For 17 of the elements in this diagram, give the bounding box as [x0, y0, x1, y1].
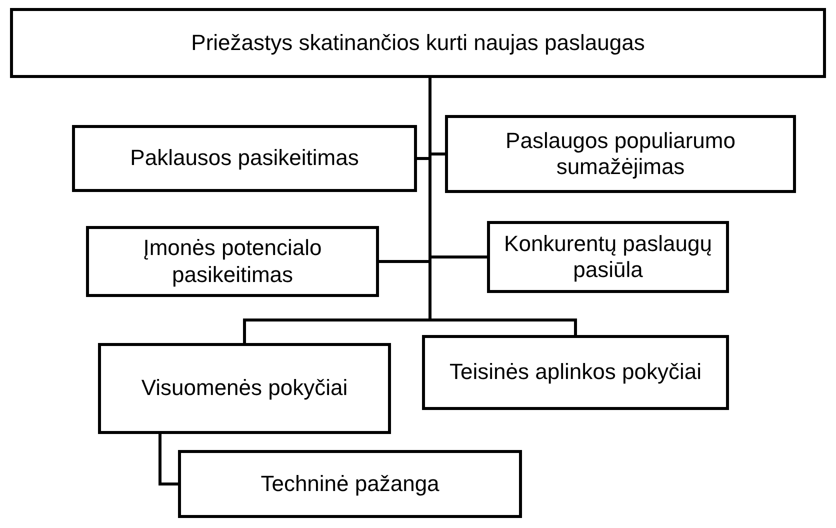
cause-box — [422, 335, 729, 410]
cause-box — [86, 226, 379, 297]
cause-box — [445, 115, 796, 193]
cause-box — [98, 343, 391, 434]
box-text: Visuomenės pokyčiai — [140, 375, 349, 402]
box-text: Priežastys skatinančios kurti naujas paslaugas — [190, 30, 646, 56]
box-text: Paslaugos populiarumo sumažėjimas — [504, 128, 736, 180]
cause-box — [487, 221, 729, 293]
box-text: Paklausos pasikeitimas — [129, 145, 360, 172]
title-box — [10, 8, 826, 78]
connector-line — [158, 434, 178, 486]
cause-box — [178, 450, 522, 518]
box-text: Teisinės aplinkos pokyčiai — [448, 359, 702, 386]
cause-box — [72, 125, 417, 192]
box-text: Konkurentų paslaugų pasiūla — [503, 230, 713, 284]
box-text: Įmonės potencialo pasikeitimas — [142, 235, 323, 288]
box-text: Techninė pažanga — [260, 470, 440, 498]
